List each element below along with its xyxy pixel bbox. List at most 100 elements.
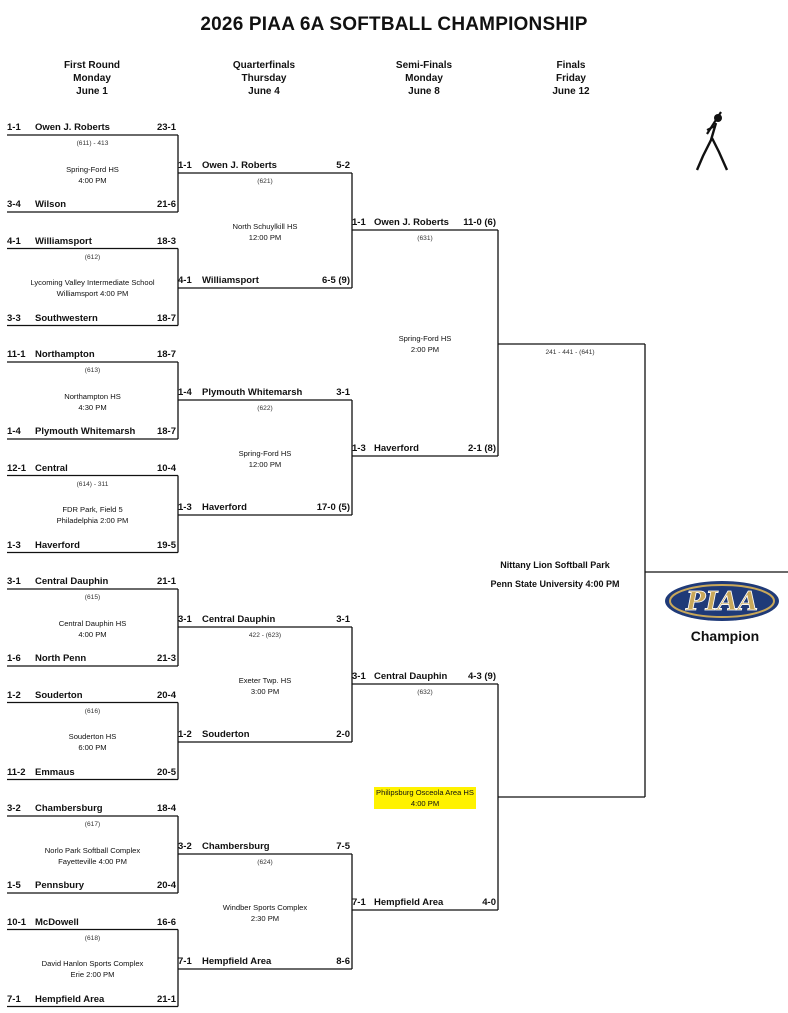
team-score: 18-3: [156, 235, 176, 247]
team-score: 21-6: [156, 199, 176, 210]
game-number: (622): [257, 405, 273, 412]
team-name: McDowell: [35, 916, 79, 928]
seed: 7-1: [178, 956, 192, 967]
team-score: 4-0: [482, 897, 496, 908]
seed: 1-3: [352, 443, 366, 454]
team-name: Central Dauphin: [374, 671, 448, 682]
seed: 1-1: [7, 122, 21, 133]
team-name: Pennsbury: [35, 880, 85, 891]
team-row: 3-2 Chambersburg 7-5: [178, 841, 350, 855]
team-row: 1-3 Haverford 19-5: [7, 540, 176, 554]
page-title: 2026 PIAA 6A SOFTBALL CHAMPIONSHIP: [200, 14, 588, 35]
game-number: (612): [84, 253, 101, 261]
team-name: Owen J. Roberts: [202, 160, 277, 171]
team-name: Hempfield Area: [35, 993, 105, 1005]
team-score: 2-1 (8): [468, 443, 496, 454]
team-score: 20-5: [156, 766, 176, 778]
seed: 3-1: [178, 614, 192, 625]
team-score: 20-4: [156, 689, 176, 701]
game-number: (611) - 413: [76, 140, 109, 147]
seed: 3-2: [7, 803, 21, 814]
team-name: Central Dauphin: [202, 614, 276, 625]
game-number: (631): [417, 235, 433, 242]
seed: 1-2: [178, 729, 192, 740]
team-score: 23-1: [156, 122, 176, 133]
softball-player-icon: [695, 111, 729, 171]
team-score: 21-1: [156, 993, 176, 1005]
team-name: Souderton: [202, 729, 250, 740]
champion-label: Champion: [690, 628, 760, 644]
team-score: 6-5 (9): [322, 275, 350, 286]
seed: 3-2: [178, 841, 192, 852]
team-name: Haverford: [35, 539, 80, 551]
seed: 1-3: [178, 502, 192, 513]
final-game-number: 241 - 441 - (641): [545, 349, 595, 356]
team-name: Hempfield Area: [374, 897, 444, 908]
game-number: (632): [417, 689, 433, 696]
team-score: 10-4: [156, 462, 176, 474]
team-name: Plymouth Whitemarsh: [202, 387, 303, 398]
team-row: 3-1 Central Dauphin 4-3 (9): [352, 671, 496, 685]
seed: 1-4: [7, 426, 21, 437]
seed: 3-1: [352, 671, 366, 682]
team-score: 8-6: [336, 956, 350, 967]
final-venue-name: Nittany Lion Softball Park: [500, 560, 610, 570]
seed: 11-1: [7, 349, 26, 360]
team-name: Northampton: [35, 349, 95, 360]
team-score: 4-3 (9): [468, 671, 496, 682]
team-score: 21-3: [156, 653, 176, 664]
team-score: 7-5: [336, 841, 350, 852]
game-number: (615): [84, 594, 101, 601]
team-name: Wilson: [35, 199, 67, 210]
team-score: 18-7: [156, 312, 176, 324]
game-number: (613): [84, 367, 101, 374]
team-name: Owen J. Roberts: [374, 217, 449, 228]
seed: 1-5: [7, 880, 21, 891]
team-score: 19-5: [156, 539, 176, 551]
piaa-logo: PIAA: [665, 581, 779, 621]
team-name: Plymouth Whitemarsh: [35, 426, 136, 437]
team-score: 20-4: [156, 880, 176, 891]
game-number: (616): [84, 707, 101, 715]
team-score: 11-0 (6): [463, 217, 496, 228]
game-number: (614) - 311: [76, 480, 109, 488]
seed: 4-1: [7, 235, 21, 247]
team-name: Central: [35, 462, 68, 474]
team-name: Chambersburg: [202, 841, 270, 852]
game-number: (617): [84, 821, 101, 828]
team-score: 21-1: [156, 576, 176, 587]
team-score: 5-2: [336, 160, 350, 171]
seed: 1-3: [7, 539, 21, 551]
piaa-logo-text: PIAA: [685, 587, 758, 617]
seed: 12-1: [7, 462, 27, 474]
